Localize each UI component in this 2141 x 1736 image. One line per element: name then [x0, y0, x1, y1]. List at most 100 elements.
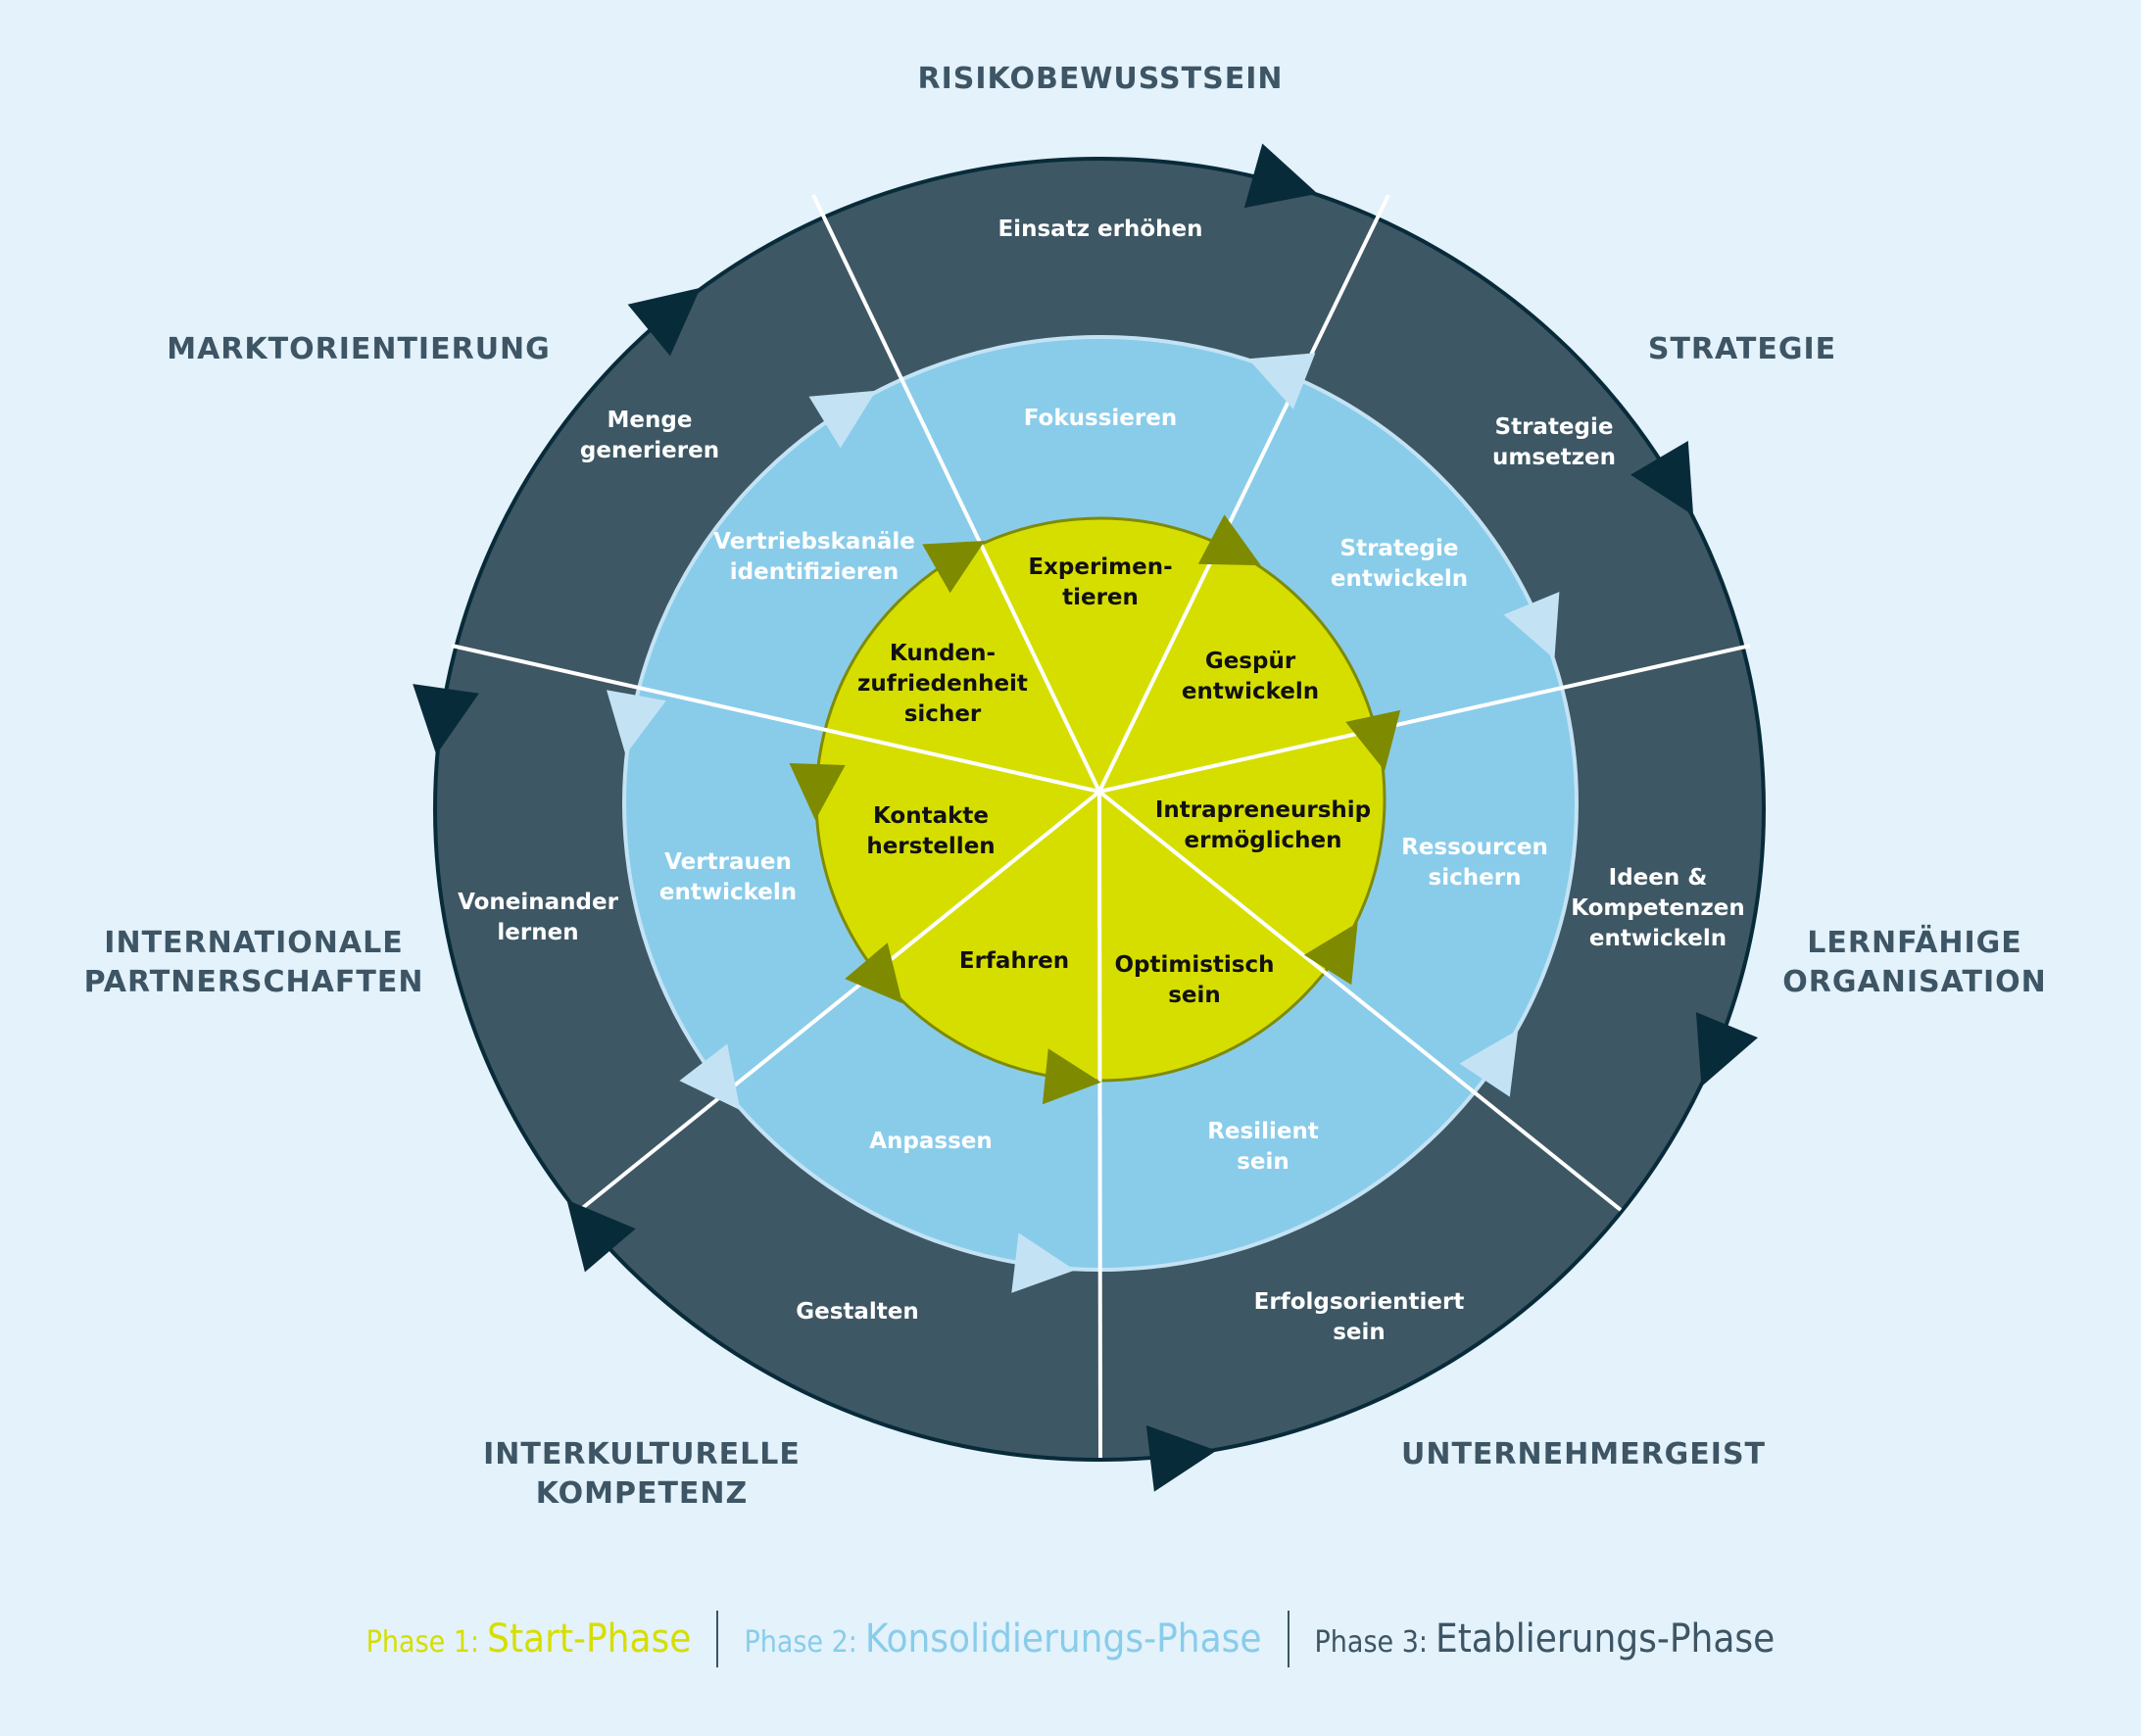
cycle-arrows — [413, 143, 1758, 1492]
phase3-step-label-line: Kompetenzen — [1571, 895, 1745, 921]
outer-cycle-arrow-icon — [413, 684, 479, 755]
phase3-step-label-line: lernen — [497, 920, 578, 945]
middle-cycle-arrow-icon — [1247, 353, 1316, 410]
phase1-step-label-line: Intrapreneurship — [1155, 797, 1371, 823]
inner-cycle-arrow-icon — [1197, 514, 1261, 566]
phase3-step-label-line: entwickeln — [1589, 926, 1727, 951]
category-label: MARKTORIENTIERUNG — [167, 332, 551, 366]
category-label: RISIKOBEWUSSTSEIN — [918, 62, 1284, 96]
category-label: LERNFÄHIGE ORGANISATION — [1782, 925, 2046, 999]
phase3-step-label-line: sein — [1333, 1320, 1386, 1345]
phase3-step-label-line: Einsatz erhöhen — [998, 217, 1202, 242]
phase1-step-label-line: Gespür — [1205, 649, 1296, 674]
legend-phase-3-name: Etablierungs-Phase — [1435, 1616, 1776, 1662]
outer-cycle-arrow-icon — [627, 287, 701, 357]
sector-divider-line — [1098, 644, 1751, 794]
legend-phase-2-name: Konsolidierungs-Phase — [864, 1616, 1262, 1662]
phase2-step-label: Fokussieren — [1024, 406, 1177, 431]
outer-cycle-arrow-icon — [1145, 1424, 1217, 1492]
category-label: UNTERNEHMERGEIST — [1401, 1437, 1766, 1471]
legend-phase-1: Phase 1: Start-Phase — [341, 1616, 717, 1662]
phase2-step-label-line: sichern — [1429, 865, 1522, 891]
phase2-step-label: Anpassen — [869, 1129, 993, 1154]
category-label: STRATEGIE — [1648, 332, 1836, 366]
phase-legend: Phase 1: Start-Phase Phase 2: Konsolidie… — [0, 1610, 2141, 1668]
middle-cycle-arrow-icon — [1459, 1030, 1519, 1097]
phase2-step-label-line: Strategie — [1340, 536, 1459, 561]
legend-phase-1-prefix: Phase 1: — [365, 1625, 480, 1660]
sector-divider-line — [1097, 194, 1390, 793]
phase3-step-label: Ideen & Kompetenzen entwickeln — [1571, 865, 1745, 951]
phase1-step-label-line: ermöglichen — [1185, 828, 1342, 853]
phase2-step-label-line: sein — [1237, 1149, 1289, 1175]
inner-cycle-arrow-icon — [1345, 709, 1401, 771]
category-label-line: ORGANISATION — [1782, 965, 2046, 999]
category-label-line: INTERNATIONALE — [104, 926, 403, 960]
middle-cycle-arrow-icon — [808, 390, 877, 449]
phase3-step-label-line: Voneinander — [458, 890, 619, 915]
middle-cycle-arrow-icon — [679, 1043, 741, 1111]
phase1-step-label-line: zufriedenheit — [857, 671, 1028, 697]
sector-divider-line — [578, 790, 1101, 1212]
legend-phase-2-prefix: Phase 2: — [744, 1625, 857, 1660]
phase2-step-label-line: Fokussieren — [1024, 406, 1177, 431]
phase3-step-label: Erfolgsorientiert sein — [1254, 1289, 1465, 1345]
phase3-step-label-line: Ideen & — [1609, 865, 1708, 891]
phase1-step-label: Erfahren — [959, 948, 1069, 974]
category-label-line: LERNFÄHIGE — [1807, 925, 2021, 960]
legend-phase-3-prefix: Phase 3: — [1314, 1625, 1428, 1660]
sector-divider-line — [1097, 791, 1102, 1459]
inner-cycle-arrow-icon — [789, 763, 846, 821]
inner-cycle-arrow-icon — [1042, 1048, 1101, 1105]
category-label-line: KOMPETENZ — [536, 1476, 749, 1511]
sector-divider-line — [451, 644, 1100, 794]
outer-cycle-arrow-icon — [566, 1199, 636, 1273]
phase3-step-label-line: generieren — [580, 438, 719, 463]
sector-divider-line — [1097, 790, 1623, 1212]
legend-phase-3: Phase 3: Etablierungs-Phase — [1289, 1616, 1801, 1662]
outer-cycle-arrow-icon — [1243, 143, 1318, 209]
middle-cycle-arrow-icon — [1503, 592, 1560, 659]
phase3-step-label-line: Menge — [608, 408, 693, 433]
outer-cycle-arrow-icon — [1630, 441, 1694, 515]
phase1-step-label-line: tieren — [1062, 585, 1139, 610]
phase3-step-label: Gestalten — [796, 1299, 919, 1325]
phase3-step-label: Einsatz erhöhen — [998, 217, 1202, 242]
sector-divider-line — [811, 194, 1101, 793]
phase3-step-label-line: Strategie — [1495, 414, 1614, 440]
phase2-step-label-line: Resilient — [1207, 1119, 1319, 1144]
phase1-step-label-line: Optimistisch — [1114, 952, 1274, 978]
legend-divider — [1287, 1611, 1289, 1667]
inner-cycle-arrow-icon — [845, 942, 902, 1004]
phase2-step-label-line: Vertrauen — [664, 849, 792, 875]
category-label-line: UNTERNEHMERGEIST — [1401, 1437, 1766, 1471]
phase2-step-label: Strategie entwickeln — [1331, 536, 1468, 592]
phase2-step-label: Vertrauen entwickeln — [659, 849, 797, 905]
category-label-line: STRATEGIE — [1648, 332, 1836, 366]
phase3-step-label-line: Gestalten — [796, 1299, 919, 1325]
middle-cycle-arrow-icon — [1011, 1232, 1076, 1293]
sector-dividers — [451, 194, 1751, 1459]
phase3-step-label: Menge generieren — [580, 408, 719, 463]
phase3-step-label-line: Erfolgsorientiert — [1254, 1289, 1465, 1315]
phase1-step-label-line: Kunden- — [890, 641, 996, 666]
phase2-step-label-line: entwickeln — [659, 880, 797, 905]
phase1-step-label: Experimen-tieren — [1028, 555, 1172, 610]
legend-phase-2: Phase 2: Konsolidierungs-Phase — [718, 1616, 1287, 1662]
middle-cycle-arrow-icon — [607, 690, 666, 755]
phase1-step-label-line: Erfahren — [959, 948, 1069, 974]
phase2-step-label-line: identifizieren — [730, 559, 899, 585]
category-label-line: RISIKOBEWUSSTSEIN — [918, 62, 1284, 96]
phase2-step-label-line: entwickeln — [1331, 566, 1468, 592]
phase1-step-label: Intrapreneurship ermöglichen — [1155, 797, 1371, 853]
labels: RISIKOBEWUSSTSEIN STRATEGIE LERNFÄHIGE ORGA… — [84, 62, 2046, 1511]
